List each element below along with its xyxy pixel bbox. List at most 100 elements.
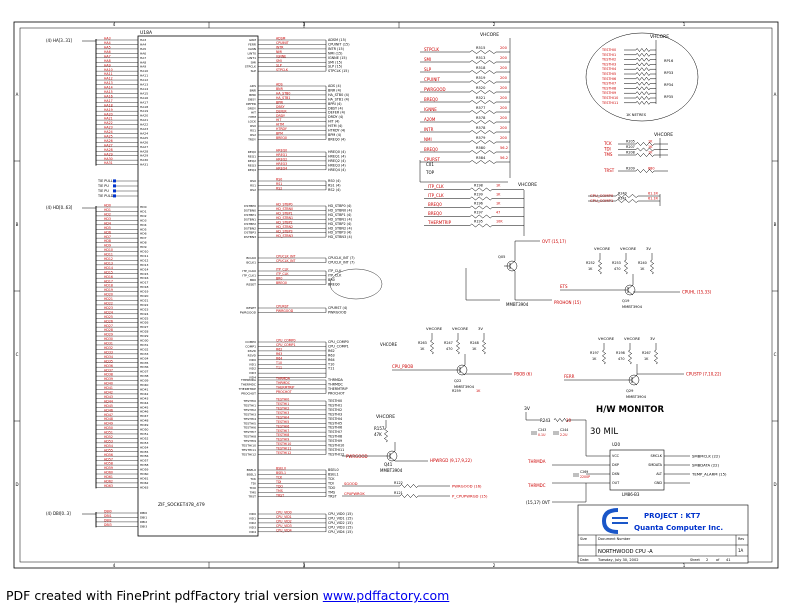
cpu-right-net-label: ADSM xyxy=(276,37,286,41)
cpu-right-net-port: TDI xyxy=(327,481,334,485)
pdf-footer: PDF created with FinePrint pdfFactory tr… xyxy=(6,588,449,603)
comp-val: 61.1R xyxy=(648,196,659,200)
pullup-resistor xyxy=(469,70,497,74)
jtag-ref: R207 xyxy=(626,145,635,149)
thermal-in: ETS xyxy=(560,284,568,289)
cpu-right-net-port: HITM (4) xyxy=(328,124,343,128)
cpu-left-net-label: HD32 xyxy=(104,346,113,350)
cpu-right-pin-name: VID2 xyxy=(249,521,256,525)
cpu-right-pin-name: REQ3 xyxy=(248,163,256,167)
cpu-right-net-label: TESTHI5 xyxy=(275,420,289,424)
itp-resistor xyxy=(469,223,493,228)
cpu-right-net-port: HA_STB1 (4) xyxy=(328,97,350,101)
cpu-left-net-label: HA26 xyxy=(104,139,113,143)
cpu-left-pin-name: HD47 xyxy=(140,414,148,418)
cpu-left-net-label: HD5 xyxy=(104,226,111,230)
itp-resistor xyxy=(469,205,493,210)
cpu-left-net-label: HA17 xyxy=(104,99,113,103)
cpu-left-net-label: HD4 xyxy=(104,221,111,225)
cpu-right-pin-name: DRDY xyxy=(248,106,257,110)
pullup-ref: R515 xyxy=(476,46,485,50)
pullup-val: 200 xyxy=(500,136,508,140)
pwrgd-transistor-collector xyxy=(389,450,396,456)
cpu-right-pin-name: RESET xyxy=(246,282,256,286)
ferr-vcore: VHCORE xyxy=(380,342,397,347)
cpu-right-net-port: HTRDY (4) xyxy=(328,129,346,133)
frame-ticks: 44332211AABBCCDD xyxy=(14,22,778,568)
cpu-left-pin-name: HA22 xyxy=(140,123,148,127)
cpu-right-net-port: SLP (15) xyxy=(328,65,343,69)
cpu-right-pin-name: THERMTRIP xyxy=(238,387,256,391)
cpu-right-net-port: R63 xyxy=(328,353,335,357)
cpu-left-pin-name: HA13 xyxy=(140,83,148,87)
pwrgd-input: CPUPWROK xyxy=(344,492,365,496)
cpu-right-net-label: DRDY xyxy=(276,114,285,118)
pbob-transistor-emitter xyxy=(459,370,466,376)
cpu-left-pin-name: HD49 xyxy=(140,423,148,427)
cpu-right-net-port: TESTHI6 xyxy=(327,426,342,430)
cpu-left-net-label: HD31 xyxy=(104,342,113,346)
jtag-ref: R208 xyxy=(626,150,635,154)
cpu-right-net-label: TESTHI0 xyxy=(275,398,289,402)
cpu-left-pin-name: HA14 xyxy=(140,87,148,91)
pullup-net: CPUINIT xyxy=(424,77,440,82)
cpu-right-net-label: BNR xyxy=(276,87,284,91)
hwmon-out: SMBMCLK (22) xyxy=(692,453,720,458)
jtag-ref: R205 xyxy=(626,139,635,143)
cpu-left-net-label: HD16 xyxy=(104,275,113,279)
ferr-resistor xyxy=(627,349,633,365)
rpack-resistor xyxy=(635,100,651,105)
cpu-right-net-label: BREQ0 xyxy=(276,136,287,140)
cpu-right-pin-name: VID2 xyxy=(249,367,256,371)
pullup-resistor xyxy=(469,130,497,134)
cpu-right-pin-name: REQ2 xyxy=(248,159,256,163)
jtag-resistor xyxy=(635,153,655,157)
hwmon-pin-left: OUT xyxy=(612,481,620,485)
cpu-right-net-port: THERMTRIP xyxy=(327,387,348,391)
cpu-left-net-label: HD39 xyxy=(104,377,113,381)
hwmon-title: H/W MONITOR xyxy=(596,405,665,415)
itp-val: 1K xyxy=(496,193,501,197)
thermal-res-val: 1K xyxy=(640,267,645,271)
hwmon-pin-right: SMCLK xyxy=(650,454,662,458)
cpu-left-net-label: HD15 xyxy=(104,270,113,274)
cpu-right-net-port: TMS xyxy=(327,490,335,494)
cpu-right-net-port: TESTHI2 xyxy=(327,408,342,412)
cpu-right-net-label: HD_STBP2 xyxy=(276,220,293,224)
cpu-right-net-label: HITM xyxy=(276,123,284,127)
cpu-right-pin-name: TDI xyxy=(250,481,256,485)
ferr-res-val: 470 xyxy=(618,357,624,361)
cpu-right-pin-name: PROCHOT xyxy=(241,391,256,395)
cpu-left-pin-name: HD60 xyxy=(140,472,148,476)
hwmon-out: TEMP_ALARM (15) xyxy=(691,471,727,476)
cpu-right-net-port: R62 xyxy=(328,349,335,353)
cpu-right-net-label: INTR xyxy=(276,46,284,50)
footer-link[interactable]: www.pdffactory.com xyxy=(322,588,450,603)
pullup-net: SLP xyxy=(424,67,432,72)
cpu-right-pin-name: TESTHI9 xyxy=(242,439,256,443)
cpu-right-net-port: TESTHI8 xyxy=(327,435,342,439)
cpu-right-net-port: PROCHOT xyxy=(328,391,346,395)
cpu-left-pin-name: HA17 xyxy=(140,100,148,104)
pbob-res-ref: R263 xyxy=(418,341,427,345)
cpu-right-net-label: CPUCLK_INT xyxy=(276,259,295,263)
cpu-right-net-label: R63 xyxy=(276,352,282,356)
sheet-inner-border xyxy=(19,27,773,563)
cpu-left-pin-name: HD61 xyxy=(140,476,148,480)
comp-val: 61.1R xyxy=(648,191,659,195)
cpu-right-pin-name: TESTHI3 xyxy=(242,412,256,416)
cpu-left-net-label: HD22 xyxy=(104,302,113,306)
cpu-left-net-label: HA21 xyxy=(104,117,113,121)
frame-col-label-top: 1 xyxy=(683,22,686,27)
pwrgd-input: SGOOD xyxy=(344,482,358,486)
cpu-right-net-label: BREQ0 xyxy=(276,281,287,285)
cpu-right-net-label: SLP xyxy=(276,63,282,67)
cpu-right-pin-name: RSVD xyxy=(248,349,257,353)
title-block: PROJECT : KT7 Quanta Computer Inc. Size … xyxy=(577,504,749,564)
cpu-right-net-port: CPU_VID1 (15) xyxy=(328,516,353,520)
itp-val: 10K xyxy=(496,220,503,224)
cpu-left-pin-name: HD0 xyxy=(140,205,147,209)
cpu-left-pin-name: HD44 xyxy=(140,401,148,405)
cpu-right-pin-name: BSEL1 xyxy=(247,472,256,476)
